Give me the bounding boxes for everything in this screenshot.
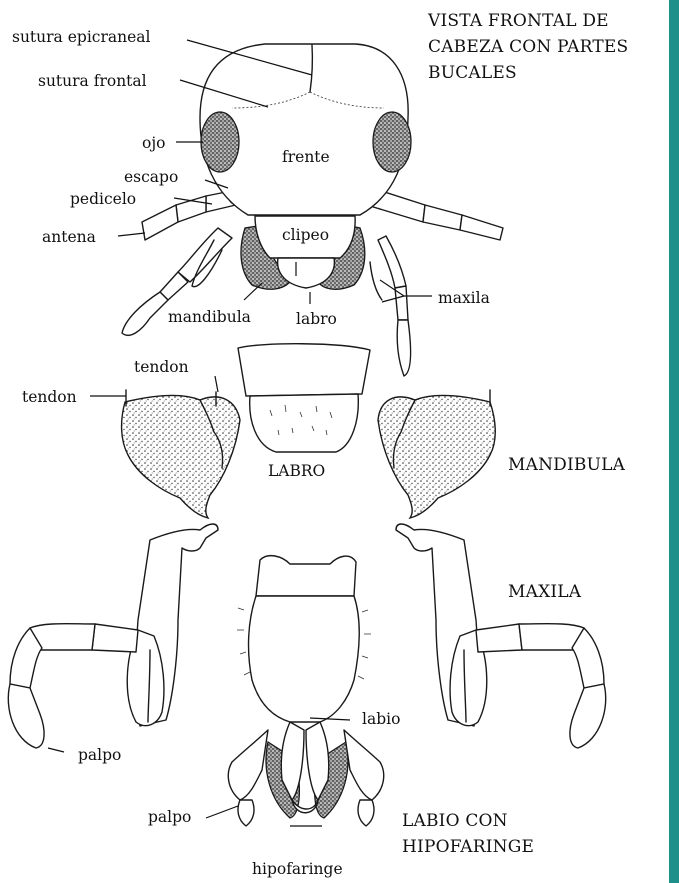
caption-labio-line-2: HIPOFARINGE <box>402 837 534 857</box>
label-clipeo: clipeo <box>282 226 329 244</box>
mandible-left-detail <box>122 390 240 518</box>
labium-detail <box>228 556 383 826</box>
caption-maxila: MAXILA <box>508 582 582 602</box>
label-frente: frente <box>282 148 330 166</box>
title-line-2: CABEZA CON PARTES <box>428 37 628 57</box>
labrum-detail <box>238 344 370 452</box>
mandible-right-detail <box>378 390 495 518</box>
label-antena: antena <box>42 228 96 246</box>
label-sutura-epicraneal: sutura epicraneal <box>12 28 151 46</box>
label-escapo: escapo <box>124 168 178 186</box>
label-labio: labio <box>362 710 400 728</box>
eye-left <box>201 112 239 172</box>
title-block: VISTA FRONTAL DE CABEZA CON PARTES BUCAL… <box>427 11 628 83</box>
label-pedicelo: pedicelo <box>70 190 136 208</box>
label-mandibula: mandibula <box>168 308 251 326</box>
title-line-1: VISTA FRONTAL DE <box>427 11 609 31</box>
page-edge-bar <box>669 0 679 883</box>
label-tendon-upper: tendon <box>134 358 189 376</box>
label-maxila: maxila <box>438 289 490 307</box>
label-tendon-left: tendon <box>22 388 77 406</box>
maxilla-right-detail <box>396 524 606 748</box>
caption-mandibula: MANDIBULA <box>508 455 626 475</box>
label-labro: labro <box>296 310 337 328</box>
maxilla-left-detail <box>8 524 218 748</box>
eye-right <box>373 112 411 172</box>
caption-labio-line-1: LABIO CON <box>402 811 508 831</box>
label-palpo-labio: palpo <box>148 808 191 826</box>
label-palpo-maxila: palpo <box>78 746 121 764</box>
maxilla-right-head <box>370 236 411 376</box>
caption-labro: LABRO <box>268 462 325 480</box>
label-sutura-frontal: sutura frontal <box>38 72 147 90</box>
label-ojo: ojo <box>142 134 165 152</box>
label-hipofaringe: hipofaringe <box>252 860 343 878</box>
title-line-3: BUCALES <box>428 63 517 83</box>
